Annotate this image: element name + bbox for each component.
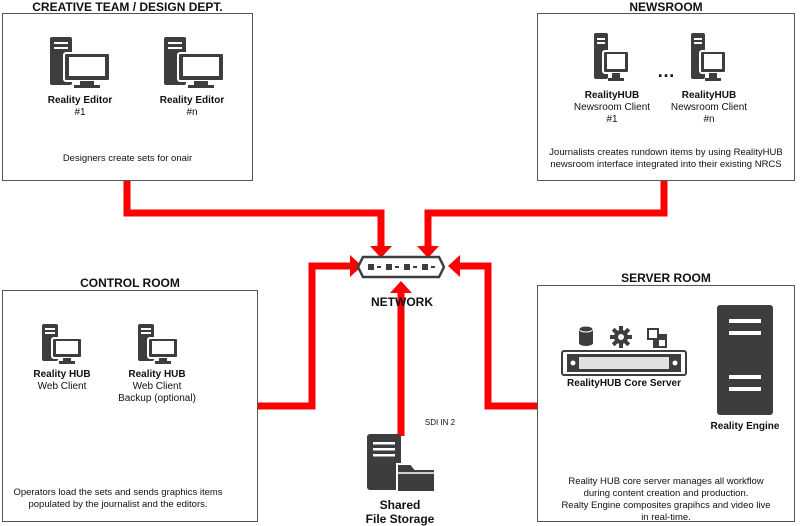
reality-editor-n-label: Reality Editor#n — [159, 95, 225, 118]
server-room-title: SERVER ROOM — [621, 271, 711, 285]
sdi-label: SDI IN 2 — [424, 418, 456, 427]
workstation-icon — [50, 37, 111, 88]
newsroom-description: Journalists creates rundown items by usi… — [549, 147, 783, 170]
arrow-creative — [370, 246, 392, 258]
network-label: NETWORK — [371, 295, 433, 309]
arrow-control — [350, 255, 362, 277]
link-newsroom — [424, 181, 668, 250]
server-room-description: Reality HUB core server manages all work… — [561, 476, 771, 523]
ellipsis: … — [657, 61, 675, 81]
link-creative — [123, 181, 385, 250]
control-room-title: CONTROL ROOM — [80, 276, 180, 290]
reality-engine-server-icon — [717, 305, 773, 415]
creative-team-panel — [2, 13, 253, 181]
link-control — [258, 262, 354, 410]
gear-icon — [610, 326, 632, 348]
creative-team-description: Designers create sets for onair — [62, 153, 193, 164]
core-server-label: RealityHUB Core Server — [567, 378, 681, 389]
network-switch-icon — [357, 255, 445, 279]
workstation-icon — [164, 37, 225, 88]
arrow-server — [448, 255, 460, 277]
control-room-description: Operators load the sets and sends graphi… — [13, 487, 223, 510]
workstation-icon — [42, 324, 83, 364]
file-storage-icon — [367, 434, 436, 492]
workstation-icon — [691, 33, 727, 81]
database-icon — [578, 326, 594, 346]
cube-icon — [647, 328, 667, 348]
newsroom-panel — [537, 13, 795, 181]
reality-engine-label: Reality Engine — [710, 421, 780, 432]
link-server — [456, 262, 537, 410]
core-server-rack-icon — [561, 350, 687, 376]
newsroom-title: NEWSROOM — [629, 0, 703, 14]
reality-editor-1-label: Reality Editor#1 — [47, 95, 113, 118]
arrow-storage — [390, 281, 412, 293]
workstation-icon — [138, 324, 179, 364]
workstation-icon — [594, 33, 630, 81]
creative-team-title: CREATIVE TEAM / DESIGN DEPT. — [32, 0, 223, 14]
arrow-newsroom — [417, 246, 439, 258]
